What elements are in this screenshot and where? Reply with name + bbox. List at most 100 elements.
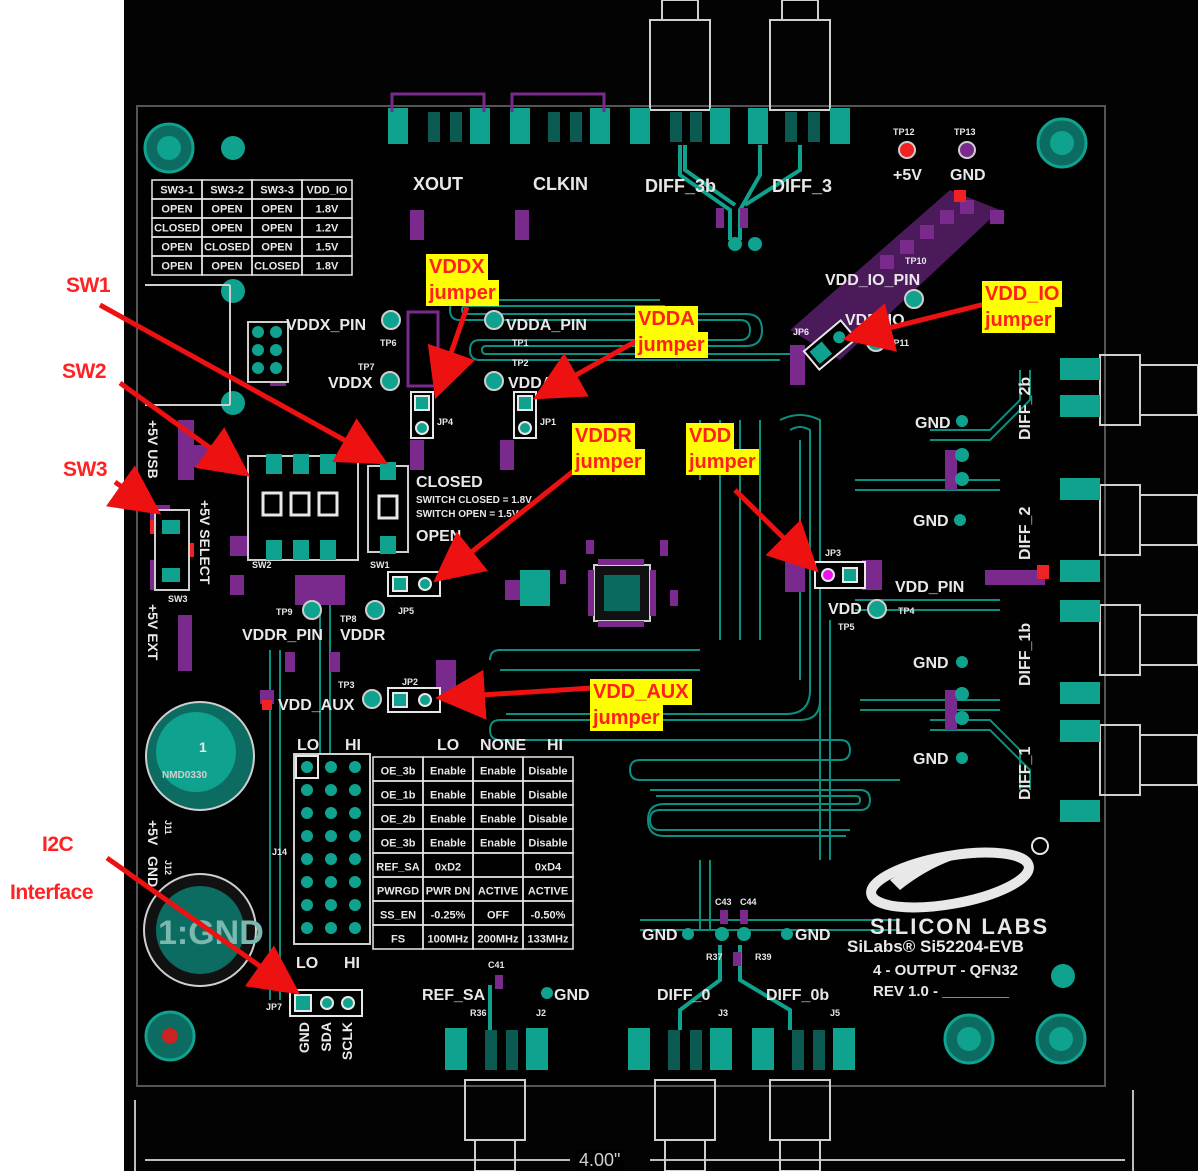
mounting-holes (143, 117, 1088, 1065)
j2-label: J2 (536, 1008, 546, 1018)
cfg-table-cell-text: ACTIVE (478, 885, 518, 897)
ref-sa-label: REF_SA (422, 987, 486, 1004)
sw-table-cell-text: CLOSED (204, 242, 250, 254)
jp6-label: JP6 (793, 327, 809, 337)
clock-ic (588, 559, 656, 627)
config-header-j14 (293, 753, 371, 945)
vdd-jumper-tag: VDD jumper (686, 423, 759, 475)
lo-label: LO (297, 737, 319, 754)
sw-table-cell-text: OPEN (211, 204, 242, 216)
vdd-io-tag-line1: VDD_IO (982, 281, 1063, 307)
plus5v-j11-label: +5V (145, 820, 161, 846)
sw-table-cell-text: VDD_IO (307, 185, 348, 197)
vdda-pin-label: VDDA_PIN (506, 317, 587, 334)
cfg-table-cell-text: 100MHz (428, 933, 469, 945)
tp5-label: TP5 (838, 622, 855, 632)
vdd-tag-line1: VDD (686, 423, 735, 449)
gnd-right-4: GND (913, 751, 949, 768)
sw3-silk-label: SW3 (168, 594, 188, 604)
plus5v-ext-label: +5V EXT (145, 604, 161, 661)
cfg-table-cell-text: Enable (430, 837, 466, 849)
xout-clkin-outlines (390, 92, 606, 112)
vdd-aux-tag-line2: jumper (590, 705, 663, 731)
vddr-pin-label: VDDR_PIN (242, 627, 323, 644)
cfg-table-cell-text: FS (391, 933, 405, 945)
closed-label: CLOSED (416, 474, 483, 491)
vdd-aux-label: VDD_AUX (278, 697, 355, 714)
header-pin (325, 784, 337, 796)
header-pin (301, 807, 313, 819)
tp4-label: TP4 (898, 606, 915, 616)
tp11-label: TP11 (888, 338, 909, 348)
tp12-label: TP12 (893, 127, 915, 137)
sw-table-cell-text: 1.8V (316, 204, 339, 216)
tp13-label: TP13 (954, 127, 976, 137)
dimension-lines (134, 1090, 1134, 1171)
tp7-label: TP7 (358, 362, 375, 372)
serpentine-traces (269, 299, 1031, 1000)
sw-table-cell-text: OPEN (161, 242, 192, 254)
none-label: NONE (480, 737, 527, 754)
board-rev-text: REV 1.0 - ________ (873, 983, 1010, 1000)
r37-label: R37 (706, 952, 723, 962)
header-pin (349, 853, 361, 865)
cfg-table-cell-text: Disable (528, 765, 567, 777)
cfg-table-cell-text: Enable (430, 813, 466, 825)
j3-label: J3 (718, 1008, 728, 1018)
vddx-label: VDDX (328, 375, 373, 392)
lo3-label: LO (296, 955, 318, 972)
diff3-label: DIFF_3 (772, 176, 832, 196)
j5-label: J5 (830, 1008, 840, 1018)
sw2-silk-label: SW2 (252, 560, 272, 570)
usb-header (145, 284, 289, 406)
cfg-table-cell-text: Enable (480, 837, 516, 849)
jp3-label: JP3 (825, 548, 841, 558)
sw-table-cell-text: SW3-1 (160, 185, 194, 197)
gnd-right-2: GND (913, 513, 949, 530)
silicon-labs-logo (866, 837, 1049, 913)
cfg-table-cell-text: 0xD4 (535, 861, 562, 873)
cfg-table-cell-text: Disable (528, 837, 567, 849)
j12-label: J12 (163, 860, 173, 875)
jp1-label: JP1 (540, 417, 556, 427)
cap-polarity-1: 1 (199, 739, 207, 755)
tp6-label: TP6 (380, 338, 397, 348)
header-pin (325, 876, 337, 888)
board-width-dimension: 4.00" (575, 1150, 625, 1171)
header-pin (301, 853, 313, 865)
header-pin (349, 761, 361, 773)
cfg-table-cell-text: 133MHz (528, 933, 569, 945)
vddx-jumper-tag: VDDX jumper (426, 254, 499, 306)
cfg-table-cell-text: OE_2b (381, 813, 416, 825)
header-pin (301, 830, 313, 842)
sw1-callout: SW1 (66, 274, 111, 297)
jp5-label: JP5 (398, 606, 414, 616)
sw-table-cell-text: 1.5V (316, 242, 339, 254)
sw1-silk-label: SW1 (370, 560, 390, 570)
header-pin (325, 830, 337, 842)
diff1-label: DIFF_1 (1017, 747, 1034, 800)
jp2-label: JP2 (402, 677, 418, 687)
sw-table-cell-text: OPEN (261, 242, 292, 254)
cfg-table-cell-text: Disable (528, 813, 567, 825)
cfg-table-cell-text: 0xD2 (435, 861, 461, 873)
lo2-label: LO (437, 737, 459, 754)
callout-arrows (98, 301, 986, 995)
cfg-table-cell-text: Enable (480, 813, 516, 825)
gnd-j12-label: GND (145, 856, 161, 887)
tp8-label: TP8 (340, 614, 357, 624)
switch-open-note: SWITCH OPEN = 1.5V (416, 509, 519, 520)
header-pin (301, 784, 313, 796)
header-pin (325, 922, 337, 934)
cfg-table-cell-text: OE_1b (381, 789, 416, 801)
sw-table-cell-text: OPEN (211, 223, 242, 235)
cfg-table-cell-text: OE_3b (381, 837, 416, 849)
j11-label: J11 (163, 820, 173, 835)
board-model-text: SiLabs® Si52204-EVB (847, 937, 1024, 956)
header-pin (325, 761, 337, 773)
sw-table-cell-text: SW3-3 (260, 185, 294, 197)
c41-label: C41 (488, 960, 505, 970)
